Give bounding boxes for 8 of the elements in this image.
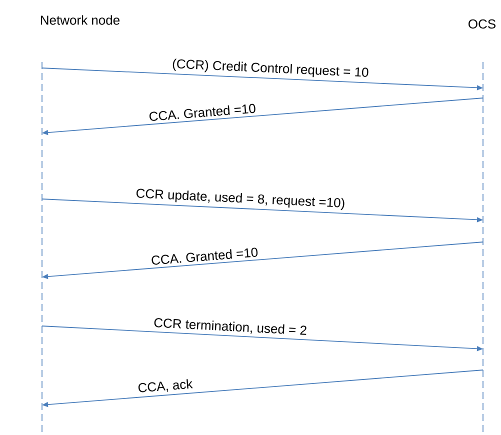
participant-label: OCS: [468, 19, 496, 29]
message-label: CCR update, used = 8, request =10): [134, 187, 346, 212]
message-label: CCR termination, used = 2: [152, 316, 308, 338]
message-label: CCA. Granted =10: [147, 102, 258, 122]
message-label: (CCR) Credit Control request = 10: [170, 58, 370, 81]
message-label: CCA. Granted =10: [150, 246, 260, 266]
message-label: CCA, ack: [136, 378, 194, 396]
participant-label: Network node: [40, 15, 120, 25]
